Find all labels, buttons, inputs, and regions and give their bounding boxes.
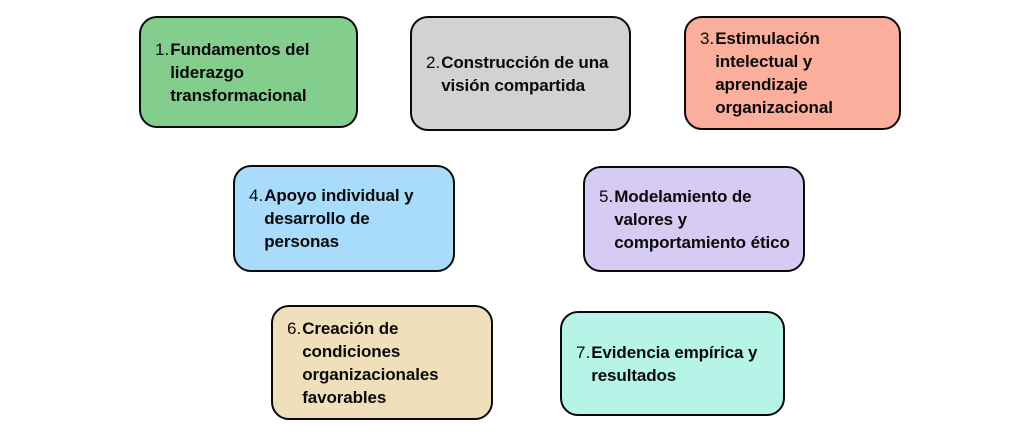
node-number: 1. [155, 39, 170, 59]
node-content: 7. Evidencia empírica y resultados [576, 341, 773, 387]
node-label: Creación de condiciones organizacionales… [302, 318, 439, 407]
diagram-node-4[interactable]: 4. Apoyo individual y desarrollo de pers… [233, 165, 455, 272]
node-number: 4. [249, 186, 264, 205]
node-label: Estimulación intelectual y aprendizaje o… [715, 29, 833, 117]
diagram-node-1[interactable]: 1. Fundamentos del liderazgo transformac… [139, 16, 358, 128]
node-number: 7. [576, 342, 591, 362]
diagram-node-5[interactable]: 5. Modelamiento de valores y comportamie… [583, 166, 805, 272]
node-content: 4. Apoyo individual y desarrollo de pers… [249, 184, 443, 253]
diagram-node-2[interactable]: 2. Construcción de una visión compartida [410, 16, 631, 131]
node-number: 3. [700, 29, 715, 48]
node-content: 5. Modelamiento de valores y comportamie… [599, 185, 793, 254]
node-label: Modelamiento de valores y comportamiento… [614, 186, 790, 252]
node-label: Evidencia empírica y resultados [591, 342, 758, 385]
node-content: 3. Estimulación intelectual y aprendizaj… [700, 27, 889, 119]
node-number: 2. [426, 52, 441, 72]
diagram-node-3[interactable]: 3. Estimulación intelectual y aprendizaj… [684, 16, 901, 130]
node-content: 6. Creación de condiciones organizaciona… [287, 317, 481, 409]
node-content: 2. Construcción de una visión compartida [426, 51, 619, 97]
node-label: Apoyo individual y desarrollo de persona… [264, 186, 414, 251]
diagram-node-7[interactable]: 7. Evidencia empírica y resultados [560, 311, 785, 416]
node-content: 1. Fundamentos del liderazgo transformac… [155, 38, 346, 107]
node-number: 5. [599, 186, 614, 206]
node-label: Fundamentos del liderazgo transformacion… [170, 39, 310, 105]
node-number: 6. [287, 318, 302, 338]
diagram-node-6[interactable]: 6. Creación de condiciones organizaciona… [271, 305, 493, 420]
node-label: Construcción de una visión compartida [441, 52, 609, 95]
